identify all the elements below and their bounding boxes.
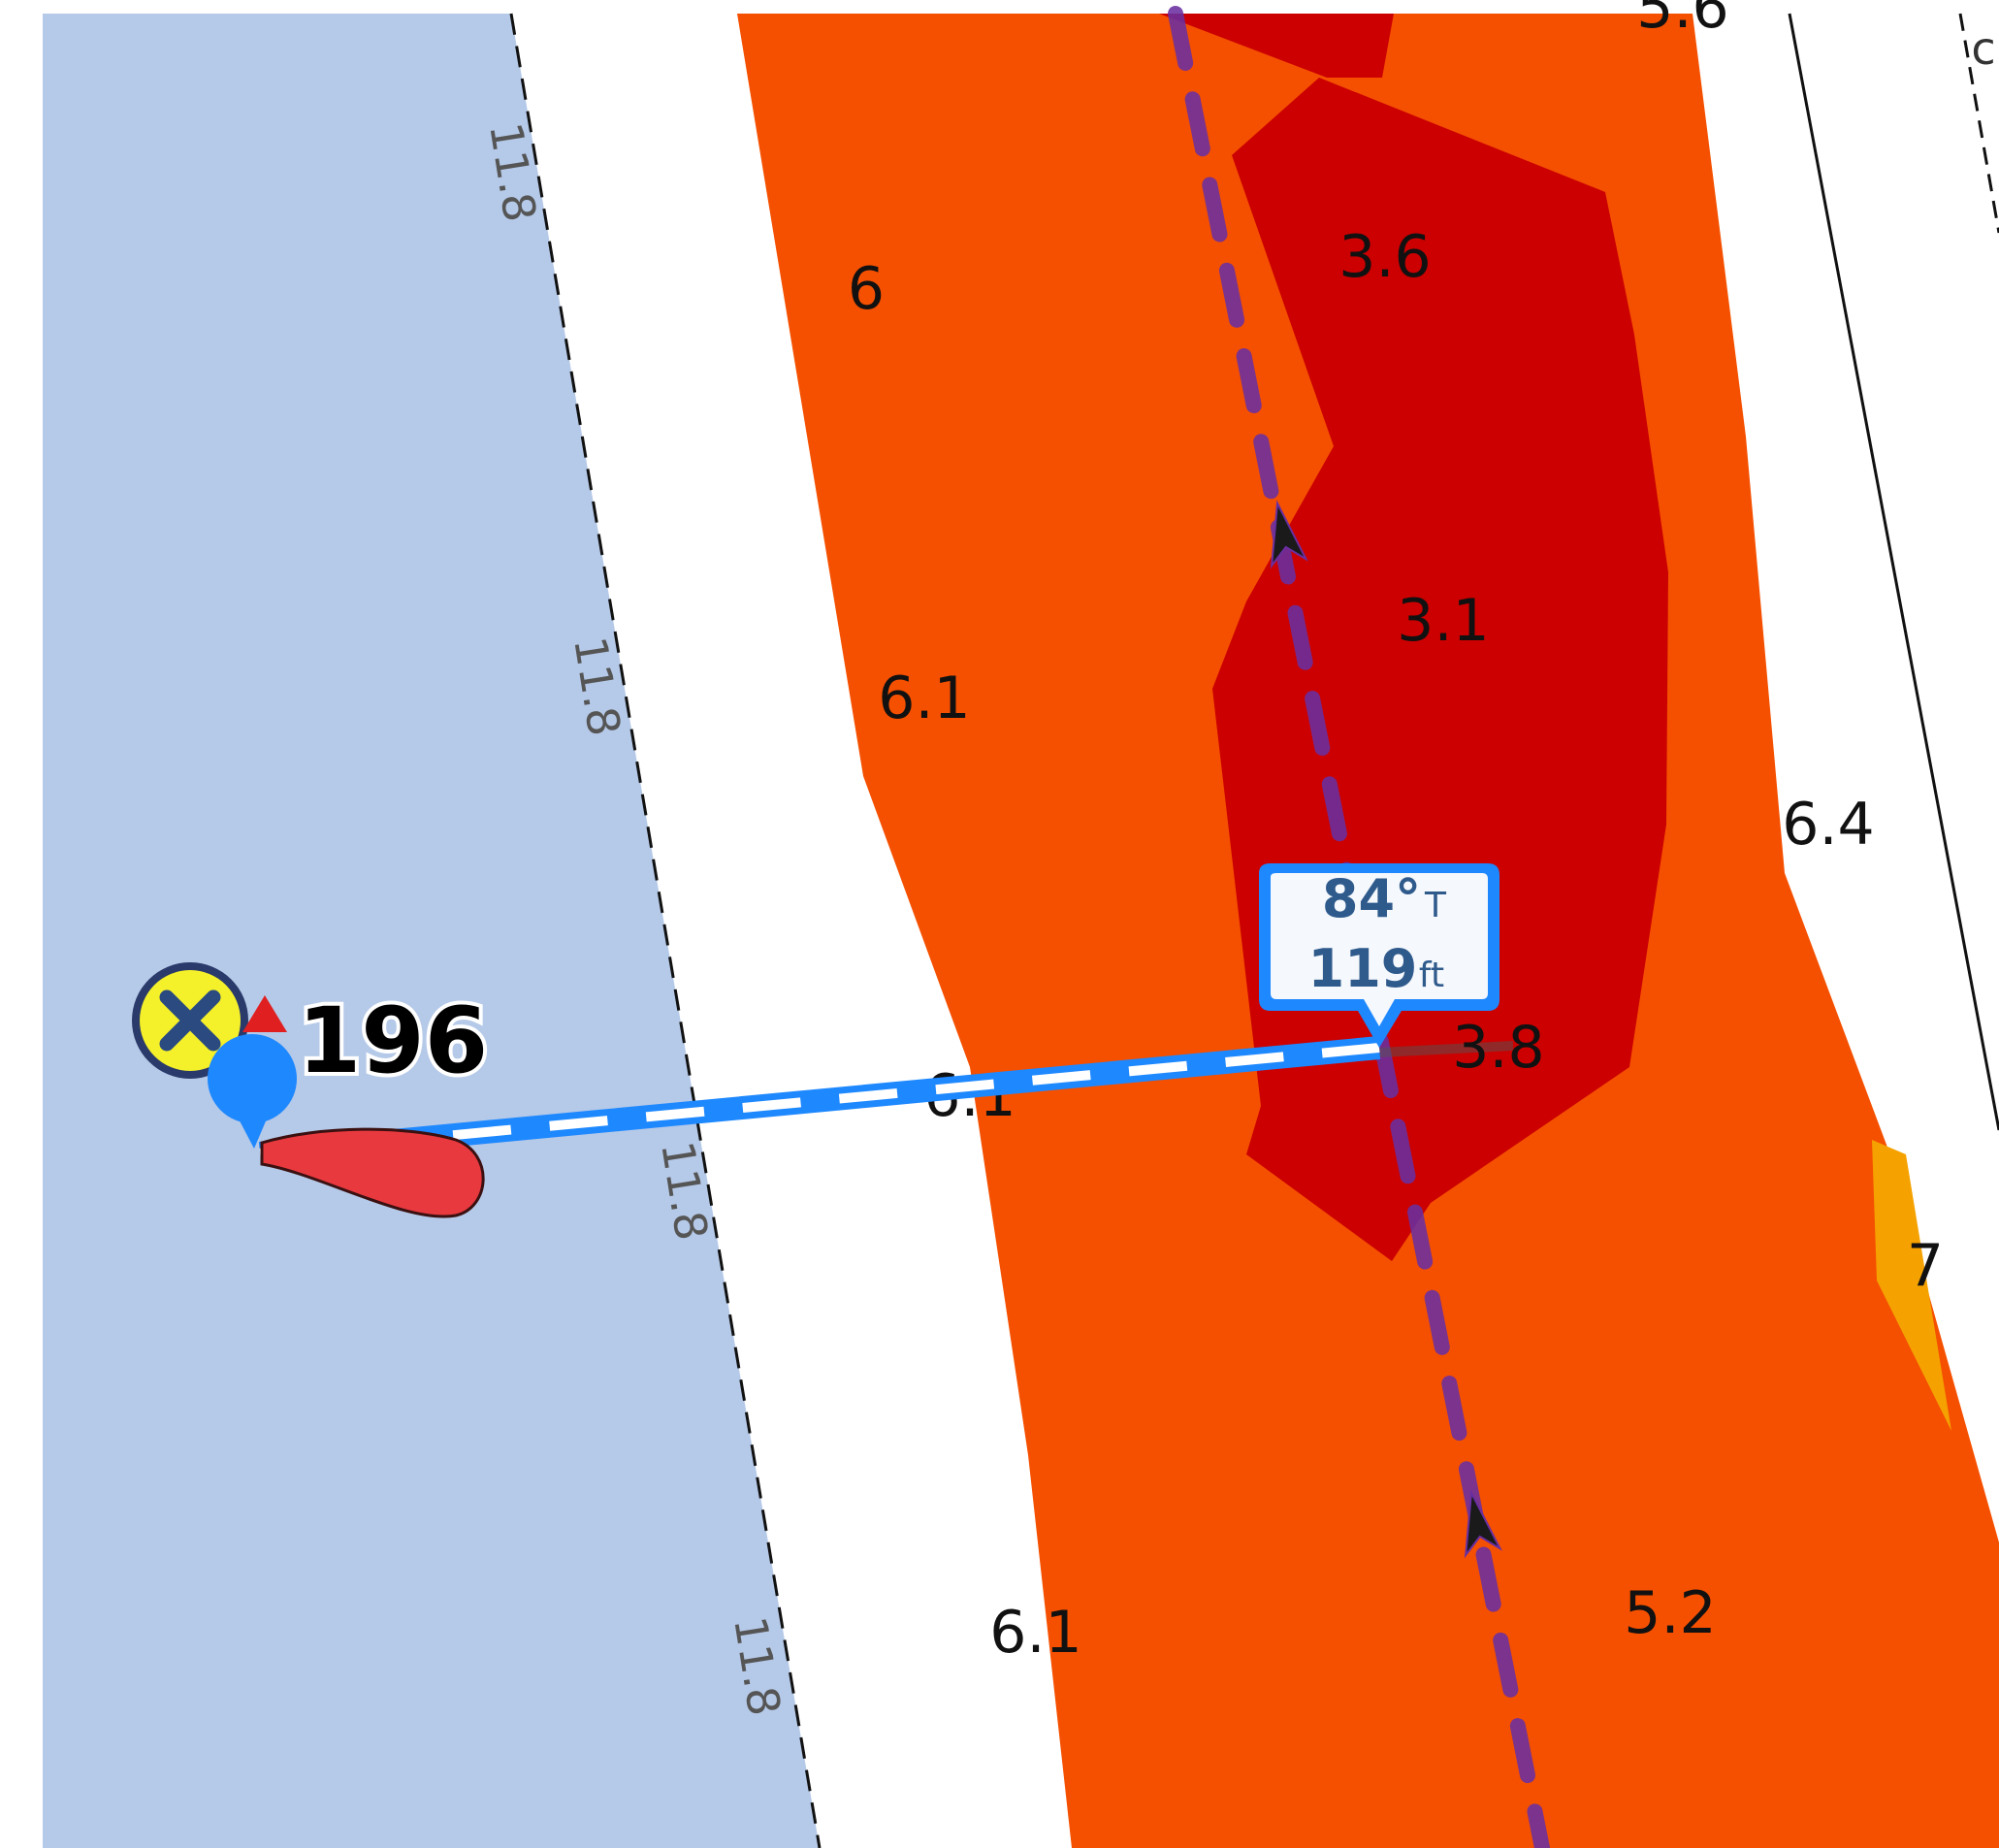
route-line[interactable]	[1168, 6, 1550, 1848]
distance-value: 119	[1308, 938, 1418, 999]
amber-depth-zone	[1872, 1140, 1951, 1431]
chart-line-right-2	[1958, 13, 1999, 234]
depth-sounding: 6.1	[989, 1599, 1081, 1667]
bearing-value: 84°	[1322, 868, 1421, 929]
chart-line-right-1	[1788, 13, 1999, 1131]
vessel-icon[interactable]	[260, 1127, 485, 1218]
distance-unit: ft	[1419, 956, 1444, 995]
depth-sounding: 6	[848, 255, 885, 323]
depth-sounding: 5.6	[1636, 0, 1728, 42]
depth-sounding: c	[1971, 22, 1995, 75]
very-shallow-zone-main	[1212, 78, 1668, 1261]
depth-sounding: 6.1	[878, 665, 970, 732]
very-shallow-zone-top	[1159, 14, 1394, 78]
depth-sounding: 3.1	[1397, 587, 1489, 655]
depth-contour-line	[509, 13, 822, 1848]
depth-sounding: 7	[1907, 1232, 1944, 1300]
location-pin-icon[interactable]	[208, 1034, 297, 1149]
depth-sounding: 6.4	[1782, 791, 1874, 859]
deep-water-zone	[43, 14, 820, 1848]
depth-sounding: 5.2	[1624, 1579, 1716, 1647]
waypoint-label[interactable]: 196	[294, 985, 492, 1098]
route-arrow-icon	[1464, 1489, 1502, 1559]
depth-sounding: 3.8	[1452, 1014, 1544, 1082]
measurement-callout[interactable]: 84° T 119 ft	[1259, 863, 1499, 1048]
bearing-unit: T	[1424, 886, 1447, 925]
warning-triangle-icon	[242, 995, 287, 1032]
depth-sounding: 3.6	[1338, 223, 1431, 291]
route-arrow-icon	[1270, 500, 1308, 569]
